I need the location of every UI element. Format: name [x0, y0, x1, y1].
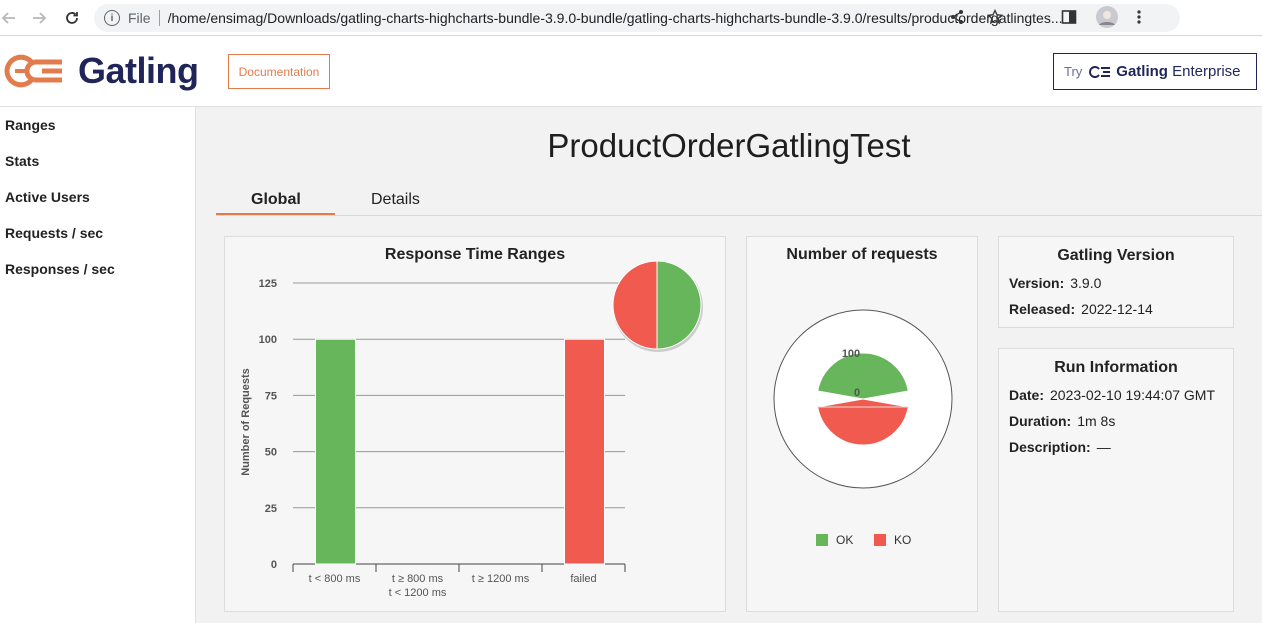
address-bar[interactable]: i File /home/ensimag/Downloads/gatling-c…: [94, 4, 1180, 32]
reload-icon: [66, 12, 78, 24]
url-separator: [158, 10, 160, 26]
profile-avatar[interactable]: [1096, 6, 1118, 28]
x-tick-label: t ≥ 1200 ms: [472, 573, 530, 585]
y-tick-label: 125: [259, 278, 277, 290]
date-label: Date:: [1009, 387, 1045, 403]
legend-ok[interactable]: OK: [816, 533, 853, 547]
gatling-logo-icon: [4, 54, 62, 88]
tab-details[interactable]: Details: [371, 191, 420, 208]
x-tick-label: t < 800 ms: [309, 573, 361, 585]
enterprise-brand: Gatling Enterprise: [1116, 63, 1240, 80]
version-label: Version:: [1009, 275, 1065, 291]
duration-row: Duration: 1m 8s: [1009, 413, 1115, 429]
forward-arrow-icon: [33, 12, 47, 24]
main-content: ProductOrderGatlingTest Global Details R…: [196, 107, 1262, 623]
sidebar-item-active-users[interactable]: Active Users: [5, 189, 90, 205]
gatling-version-card: Gatling Version Version: 3.9.0 Released: 2…: [998, 236, 1234, 328]
documentation-button[interactable]: Documentation: [228, 54, 330, 89]
description-row: Description: —: [1009, 439, 1111, 455]
duration-value: 1m 8s: [1077, 413, 1116, 429]
released-label: Released:: [1009, 301, 1076, 317]
sidebar-item-requests-per-sec[interactable]: Requests / sec: [5, 225, 104, 241]
radial-label: 0: [854, 387, 860, 399]
url-text: /home/ensimag/Downloads/gatling-charts-h…: [167, 10, 1063, 26]
response-time-ranges-title: Response Time Ranges: [384, 246, 566, 263]
sidebar: Ranges Stats Active Users Requests / sec…: [0, 107, 196, 623]
duration-label: Duration:: [1009, 413, 1072, 429]
description-value: —: [1096, 439, 1111, 455]
sidebar-item-ranges[interactable]: Ranges: [5, 117, 56, 133]
tab-bar: Global Details: [216, 185, 1262, 216]
run-information-card: Run Information Date: 2023-02-10 19:44:07…: [998, 348, 1234, 612]
legend-ko-swatch: [874, 534, 886, 546]
bookmark-star-icon[interactable]: [984, 6, 1006, 28]
y-tick-label: 100: [259, 334, 277, 346]
legend-ok-swatch: [816, 534, 828, 546]
date-value: 2023-02-10 19:44:07 GMT: [1050, 387, 1216, 403]
chart-bars: [315, 338, 605, 565]
number-of-requests-title: Number of requests: [786, 246, 938, 263]
app-header: Gatling Documentation Try Gatling Enterp…: [0, 37, 1262, 107]
ko-sector[interactable]: [817, 398, 909, 446]
logo-text: Gatling: [78, 50, 199, 91]
y-tick-label: 0: [271, 559, 277, 571]
bar[interactable]: [564, 338, 605, 565]
browser-toolbar: i File /home/ensimag/Downloads/gatling-c…: [0, 0, 1262, 36]
active-tab-indicator: [216, 213, 335, 215]
date-row: Date: 2023-02-10 19:44:07 GMT: [1009, 387, 1215, 403]
y-tick-label: 50: [265, 447, 277, 459]
ok-sector[interactable]: [817, 352, 909, 400]
y-tick-label: 25: [265, 503, 277, 515]
released-row: Released: 2022-12-14: [1009, 301, 1153, 317]
legend-ko[interactable]: KO: [874, 533, 911, 547]
reload-button[interactable]: [57, 3, 87, 33]
sidepanel-icon[interactable]: [1058, 6, 1080, 28]
run-information-title: Run Information: [1054, 359, 1178, 376]
gatling-version-title: Gatling Version: [1057, 247, 1175, 264]
back-button[interactable]: [0, 3, 24, 33]
version-row: Version: 3.9.0: [1009, 275, 1101, 291]
number-of-requests-card: Number of requests 100 0 OK KO: [746, 236, 978, 612]
forward-button[interactable]: [24, 3, 54, 33]
pie-slice[interactable]: [656, 260, 702, 350]
back-arrow-icon: [1, 12, 15, 24]
pie-slice[interactable]: [612, 260, 658, 350]
x-tick-label: failed: [570, 573, 596, 585]
enterprise-suffix: Enterprise: [1172, 63, 1241, 80]
try-label: Try: [1064, 64, 1083, 79]
browser-actions: [951, 6, 1254, 28]
y-tick-label: 75: [265, 390, 277, 402]
tab-global[interactable]: Global: [251, 191, 301, 208]
description-label: Description:: [1009, 439, 1091, 455]
gatling-logo[interactable]: Gatling: [4, 50, 199, 91]
version-value: 3.9.0: [1070, 275, 1102, 291]
number-of-requests-chart: 100 0: [773, 309, 953, 489]
response-time-ranges-card: Response Time Ranges 0 25 50 75 100 125 t < 8…: [224, 236, 726, 612]
enterprise-brand-bold: Gatling: [1116, 63, 1168, 80]
bar[interactable]: [315, 338, 356, 565]
inset-pie-chart: [612, 260, 703, 352]
enterprise-logo-icon: [1088, 65, 1112, 79]
y-axis-label: Number of Requests: [240, 368, 252, 476]
sidebar-item-stats[interactable]: Stats: [5, 153, 40, 169]
radial-label: 100: [842, 348, 860, 360]
more-menu-icon[interactable]: [1128, 6, 1150, 28]
legend-ok-label: OK: [836, 533, 854, 547]
sidebar-item-responses-per-sec[interactable]: Responses / sec: [5, 261, 115, 277]
share-icon[interactable]: [946, 6, 968, 28]
legend-ko-label: KO: [894, 533, 912, 547]
url-scheme: File: [128, 10, 151, 26]
chart-y-ticks: 0 25 50 75 100 125: [259, 278, 277, 571]
page-title: ProductOrderGatlingTest: [547, 127, 911, 164]
info-icon[interactable]: i: [104, 10, 120, 26]
released-value: 2022-12-14: [1081, 301, 1153, 317]
try-enterprise-button[interactable]: Try Gatling Enterprise: [1053, 53, 1257, 90]
